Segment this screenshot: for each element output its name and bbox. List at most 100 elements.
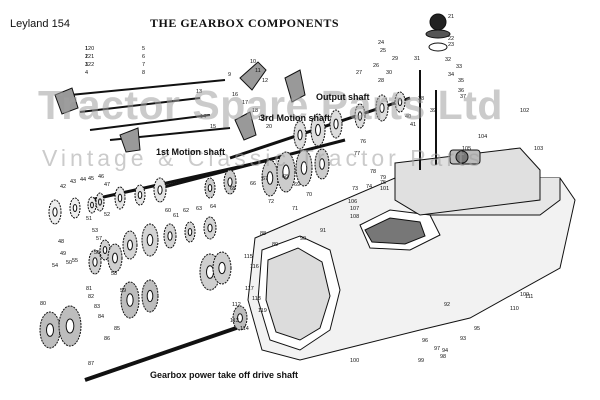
part-number-callout: 103: [534, 146, 543, 152]
part-number-callout: 17: [242, 100, 248, 106]
part-number-callout: 99: [418, 358, 424, 364]
part-number-callout: 101: [380, 186, 389, 192]
part-number-callout: 120: [85, 46, 94, 52]
part-number-callout: 102: [520, 108, 529, 114]
part-number-callout: 78: [370, 169, 376, 175]
part-number-callout: 12: [262, 78, 268, 84]
part-number-callout: 97: [434, 346, 440, 352]
part-number-callout: 116: [250, 264, 259, 270]
part-number-callout: 2: [85, 54, 88, 60]
part-number-callout: 112: [232, 302, 241, 308]
part-number-callout: 9: [228, 72, 231, 78]
part-number-callout: 16: [232, 92, 238, 98]
part-number-callout: 46: [98, 174, 104, 180]
part-number-callout: 30: [386, 70, 392, 76]
part-number-callout: 115: [244, 254, 253, 260]
part-number-callout: 61: [173, 213, 179, 219]
part-number-callout: 24: [378, 40, 384, 46]
part-number-callout: 55: [72, 258, 78, 264]
part-number-callout: 32: [445, 57, 451, 63]
part-number-callout: 104: [478, 134, 487, 140]
part-number-callout: 94: [442, 348, 448, 354]
part-number-callout: 109: [520, 292, 529, 298]
part-number-callout: 53: [92, 228, 98, 234]
part-number-callout: 65: [230, 186, 236, 192]
part-number-callout: 27: [356, 70, 362, 76]
part-number-callout: 118: [252, 296, 261, 302]
part-number-callout: 107: [350, 206, 359, 212]
part-number-callout: 121: [85, 54, 94, 60]
part-number-callout: 35: [458, 78, 464, 84]
part-number-callout: 10: [250, 59, 256, 65]
part-number-callout: 23: [448, 42, 454, 48]
model-label: Leyland 154: [10, 18, 70, 30]
part-number-callout: 110: [510, 306, 519, 312]
part-number-callout: 22: [448, 36, 454, 42]
part-number-callout: 38: [418, 96, 424, 102]
part-number-callout: 1: [85, 46, 88, 52]
part-number-callout: 13: [196, 89, 202, 95]
part-number-callout: 43: [70, 179, 76, 185]
part-number-callout: 81: [86, 286, 92, 292]
part-number-callout: 58: [111, 271, 117, 277]
part-number-callout: 66: [250, 181, 256, 187]
part-number-callout: 72: [268, 199, 274, 205]
part-number-callout: 82: [88, 294, 94, 300]
part-number-callout: 25: [380, 48, 386, 54]
part-number-callout: 11: [255, 68, 261, 74]
part-number-callout: 42: [60, 184, 66, 190]
part-number-callout: 8: [142, 70, 145, 76]
part-number-callout: 39: [430, 108, 436, 114]
pto-shaft: [84, 323, 246, 382]
part-number-callout: 73: [352, 186, 358, 192]
part-number-callout: 28: [378, 78, 384, 84]
part-number-callout: 100: [350, 358, 359, 364]
part-number-callout: 33: [456, 64, 462, 70]
part-number-callout: 64: [210, 204, 216, 210]
part-number-callout: 19: [258, 116, 264, 122]
part-number-callout: 48: [58, 239, 64, 245]
part-number-callout: 6: [142, 54, 145, 60]
part-number-callout: 68: [282, 174, 288, 180]
part-number-callout: 87: [88, 361, 94, 367]
part-number-callout: 85: [114, 326, 120, 332]
part-number-callout: 29: [392, 56, 398, 62]
part-number-callout: 34: [448, 72, 454, 78]
part-number-callout: 92: [444, 302, 450, 308]
part-number-callout: 80: [40, 301, 46, 307]
part-number-callout: 88: [260, 231, 266, 237]
part-number-callout: 20: [266, 124, 272, 130]
part-number-callout: 95: [474, 326, 480, 332]
part-number-callout: 79: [380, 175, 386, 181]
part-number-callout: 91: [320, 228, 326, 234]
part-number-callout: 3: [85, 62, 88, 68]
part-number-callout: 4: [85, 70, 88, 76]
part-number-callout: 57: [96, 236, 102, 242]
part-number-callout: 83: [94, 304, 100, 310]
part-number-callout: 31: [414, 56, 420, 62]
part-number-callout: 50: [66, 260, 72, 266]
part-number-callout: 62: [183, 208, 189, 214]
part-number-callout: 14: [200, 114, 206, 120]
output-shaft-label: Output shaft: [316, 92, 370, 102]
part-number-callout: 18: [252, 108, 258, 114]
part-number-callout: 84: [98, 314, 104, 320]
part-number-callout: 111: [525, 294, 533, 300]
part-number-callout: 41: [410, 122, 416, 128]
part-number-callout: 86: [104, 336, 110, 342]
part-number-callout: 45: [88, 176, 94, 182]
part-number-callout: 60: [165, 208, 171, 214]
part-number-callout: 15: [210, 124, 216, 130]
part-number-callout: 122: [85, 62, 94, 68]
part-number-callout: 26: [373, 63, 379, 69]
part-number-callout: 69: [294, 182, 300, 188]
part-number-callout: 36: [458, 88, 464, 94]
part-number-callout: 117: [245, 286, 254, 292]
pto-shaft-label: Gearbox power take off drive shaft: [150, 370, 299, 380]
part-number-callout: 90: [300, 236, 306, 242]
part-number-callout: 49: [60, 251, 66, 257]
part-number-callout: 77: [354, 151, 360, 157]
part-number-callout: 75: [380, 180, 386, 186]
part-number-callout: 44: [80, 177, 86, 183]
